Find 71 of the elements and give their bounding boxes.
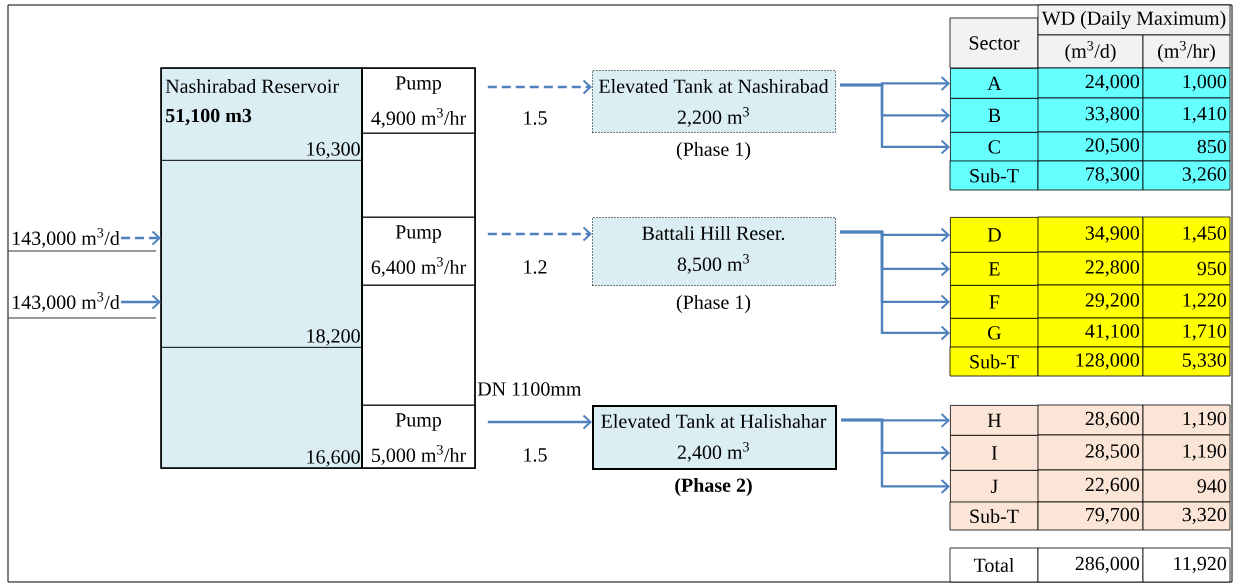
table-cell: Total — [949, 547, 1039, 583]
table-cell: 3,260 — [1142, 160, 1231, 191]
sector-cell: A — [950, 68, 1039, 99]
pipe-label: DN 1100mm — [477, 382, 582, 396]
arrow — [487, 414, 592, 430]
sector-cell: G — [950, 318, 1039, 348]
table-cell: 3,320 — [1142, 501, 1231, 531]
flow-label: 143,000 m$^{3}$/d — [12, 292, 120, 312]
tank-box: Battali Hill Reser. 8,500 m$^{3}$ — [592, 217, 836, 286]
tank-box: Elevated Tank at Halishahar 2,400 m$^{3}$ — [592, 405, 837, 470]
table-cell: 22,600 — [1037, 469, 1144, 503]
table-cell: 11,920 — [1142, 547, 1231, 583]
table-cell: Sub-T — [949, 160, 1039, 191]
table-cell: 33,800 — [1037, 97, 1144, 133]
table-cell: 79,700 — [1037, 501, 1144, 531]
arrow — [840, 83, 950, 155]
arrow — [840, 230, 950, 341]
reservoir-compartment: 16,600 — [161, 347, 363, 469]
sector-cell: I — [950, 435, 1039, 471]
sector-cell: C — [950, 132, 1039, 162]
arrow — [121, 294, 161, 310]
table-cell: 1,410 — [1142, 97, 1231, 133]
table-cell: Sub-T — [949, 501, 1039, 531]
table-cell: 28,500 — [1037, 434, 1144, 471]
table-cell: 28,600 — [1037, 404, 1144, 436]
arrow — [487, 79, 592, 95]
edge-label: 1.5 — [524, 111, 547, 125]
sector-cell: E — [950, 252, 1039, 286]
phase-label: (Phase 2) — [675, 477, 752, 497]
table-cell: 22,800 — [1037, 251, 1144, 286]
table-cell: 5,330 — [1142, 346, 1231, 377]
sector-cell: J — [950, 470, 1039, 503]
table-cell: 1,000 — [1142, 67, 1231, 99]
sector-cell: D — [950, 217, 1039, 253]
table-cell: Sub-T — [949, 346, 1039, 377]
table-cell: WD (Daily Maximum) — [1037, 4, 1231, 36]
arrow — [841, 418, 950, 494]
table-cell: 1,220 — [1142, 284, 1231, 319]
edge-label: 1.5 — [524, 448, 547, 462]
pump-cell: Pump 5,000 m$^{3}$/hr — [362, 405, 476, 469]
arrow — [121, 230, 161, 246]
table-cell: 1,450 — [1142, 216, 1231, 253]
table-cell: 950 — [1142, 251, 1231, 286]
arrow — [487, 226, 592, 242]
table-cell: 286,000 — [1037, 547, 1144, 583]
table-cell: 78,300 — [1037, 160, 1144, 191]
table-cell: 850 — [1142, 131, 1231, 162]
table-cell: 1,190 — [1142, 434, 1231, 471]
flow-label: 143,000 m$^{3}$/d — [12, 228, 120, 248]
table-cell: 24,000 — [1037, 67, 1144, 99]
sector-cell: B — [950, 98, 1039, 133]
table-cell: (m$^{3}$/d) — [1037, 34, 1144, 69]
phase-label: (Phase 1) — [676, 294, 751, 314]
table-cell: 1,190 — [1142, 404, 1231, 436]
sector-cell: H — [950, 405, 1039, 436]
table-cell: 1,710 — [1142, 317, 1231, 348]
table-cell: 128,000 — [1037, 346, 1144, 377]
table-cell: 29,200 — [1037, 284, 1144, 319]
sector-cell: F — [950, 285, 1039, 319]
table-cell: 20,500 — [1037, 131, 1144, 162]
table-cell: (m$^{3}$/hr) — [1142, 34, 1231, 69]
reservoir-compartment: Nashirabad Reservoir 51,100 m3 16,300 — [161, 68, 363, 161]
pump-cell: Pump 4,900 m$^{3}$/hr — [362, 68, 476, 134]
phase-label: (Phase 1) — [676, 141, 751, 161]
tank-box: Elevated Tank at Nashirabad 2,200 m$^{3}$ — [592, 70, 836, 133]
pump-cell: Pump 6,400 m$^{3}$/hr — [362, 217, 476, 286]
table-cell: 34,900 — [1037, 216, 1144, 253]
table-cell: 940 — [1142, 469, 1231, 503]
table-cell: Sector — [949, 17, 1039, 69]
edge-label: 1.2 — [524, 260, 547, 274]
table-cell: 41,100 — [1037, 317, 1144, 348]
